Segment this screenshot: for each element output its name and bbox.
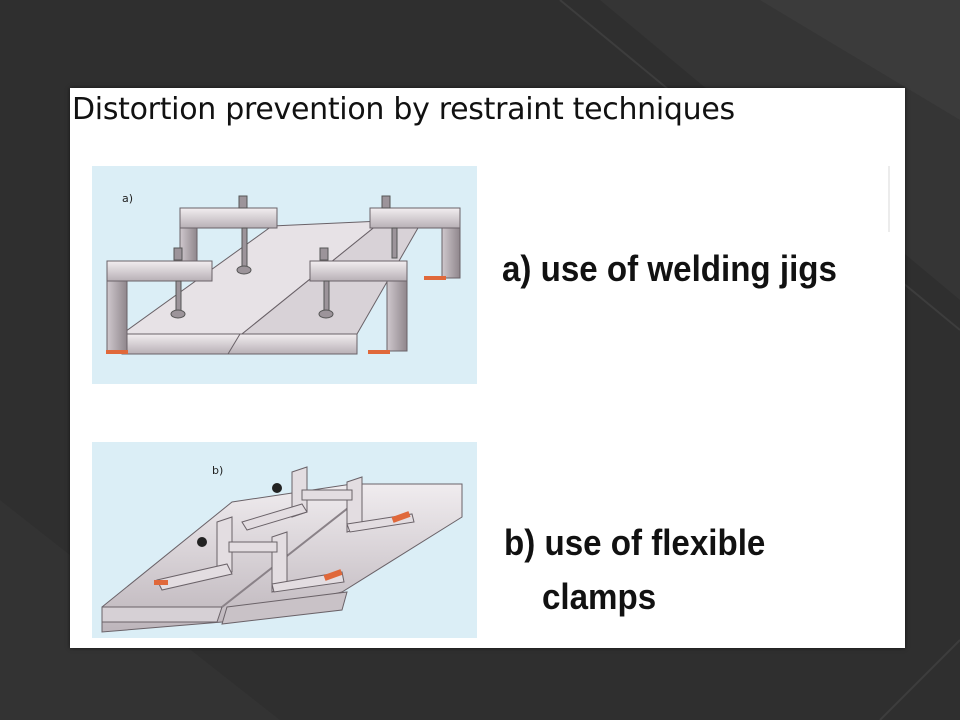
figure-label-a: a)	[122, 192, 134, 205]
figure-label-b: b)	[212, 464, 224, 477]
welding-jig-figure: a)	[92, 166, 477, 384]
caption-welding-jigs: a) use of welding jigs	[502, 248, 837, 289]
flexible-clamp-illustration-icon	[101, 466, 463, 633]
slide-card: Distortion prevention by restraint techn…	[70, 88, 905, 648]
flexible-clamp-figure: b)	[92, 442, 477, 638]
slide-title: Distortion prevention by restraint techn…	[72, 92, 735, 127]
welding-jig-illustration-icon	[106, 195, 461, 355]
divider	[888, 166, 890, 232]
caption-flexible-clamps-line2: clamps	[542, 576, 657, 617]
caption-flexible-clamps-line1: b) use of flexible	[504, 522, 766, 563]
